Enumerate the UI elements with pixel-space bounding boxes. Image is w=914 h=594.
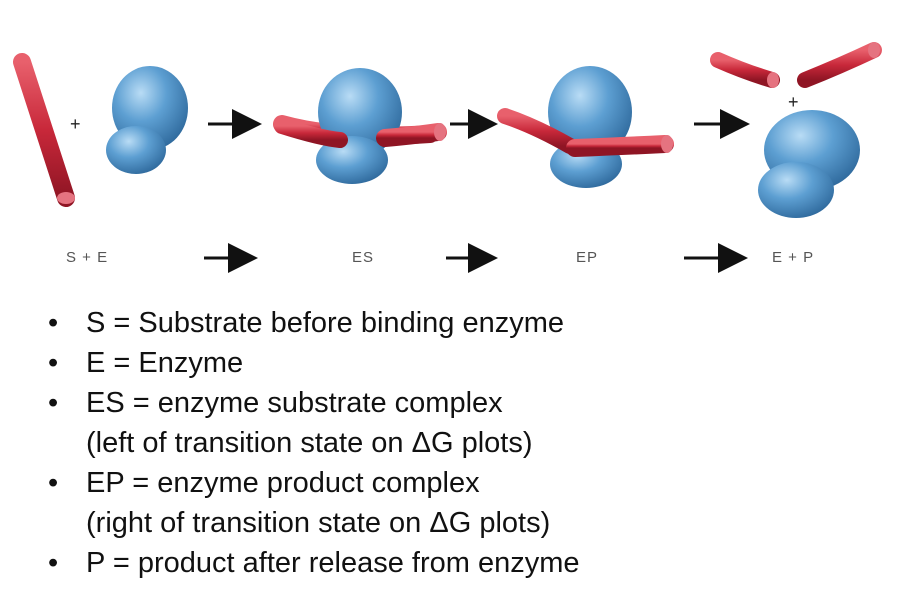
stage-label-ep: EP	[576, 249, 598, 266]
list-item-subtext: (left of transition state on ΔG plots)	[86, 427, 533, 459]
list-item: • P = product after release from enzyme	[48, 543, 898, 583]
stage-label-es: ES	[352, 249, 374, 266]
product-pieces	[710, 42, 882, 88]
stage-label-e-plus-p: E + P	[772, 249, 814, 266]
substrate-free	[13, 53, 75, 207]
definition-list: • S = Substrate before binding enzyme • …	[48, 303, 898, 583]
stage-label-s-plus-e: S + E	[66, 249, 108, 266]
bullet-icon: •	[48, 307, 59, 339]
enzyme-free	[106, 66, 188, 174]
bullet-icon: •	[48, 547, 59, 579]
enzyme-reaction-diagram: + + S + E ES EP E +	[13, 42, 882, 273]
list-item: • S = Substrate before binding enzyme	[48, 303, 898, 343]
plus-sign: +	[70, 114, 81, 134]
list-item-text: ES = enzyme substrate complex	[86, 387, 503, 419]
list-item-text: E = Enzyme	[86, 347, 244, 379]
list-item: • ES = enzyme substrate complex (left of…	[48, 383, 898, 463]
bullet-icon: •	[48, 387, 59, 419]
list-item-text: P = product after release from enzyme	[86, 547, 580, 579]
bullet-icon: •	[48, 347, 59, 379]
enzyme-product-complex	[497, 66, 674, 188]
list-item: • E = Enzyme	[48, 343, 898, 383]
plus-sign: +	[788, 92, 799, 112]
list-item-subtext: (right of transition state on ΔG plots)	[86, 507, 551, 539]
bullet-icon: •	[48, 467, 59, 499]
list-item: • EP = enzyme product complex (right of …	[48, 463, 898, 543]
enzyme-released	[758, 110, 860, 218]
enzyme-substrate-complex	[273, 68, 447, 184]
list-item-text: S = Substrate before binding enzyme	[86, 307, 564, 339]
list-item-text: EP = enzyme product complex	[86, 467, 480, 499]
